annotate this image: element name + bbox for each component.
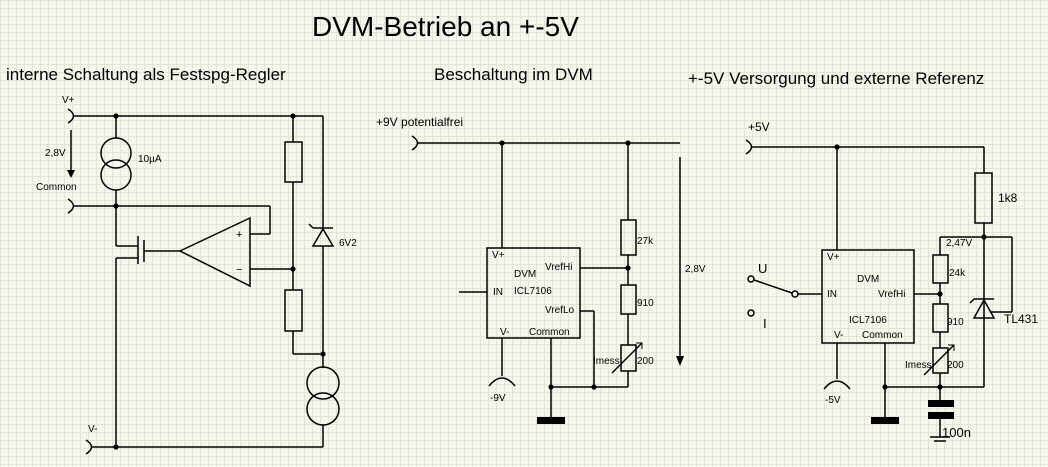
label-common: Common [36, 182, 77, 193]
dvm-chip [486, 247, 581, 339]
label-r910: 910 [637, 298, 654, 309]
pin-vrefhi: VrefHi [545, 262, 572, 273]
resistor-1k8 [974, 172, 993, 224]
resistor-24k [932, 254, 949, 284]
arrow-down-icon [676, 356, 684, 366]
terminal-neg-9v [488, 377, 516, 387]
pin-vrefhi-right: VrefHi [878, 289, 905, 300]
current-source-bottom [306, 366, 340, 400]
pin-common-right: Common [862, 330, 903, 341]
middle-circuit: +9V potentialfrei V+ DVM VrefHi IN ICL71… [376, 115, 706, 424]
pin-vreflo: VrefLo [545, 305, 575, 316]
resistor-910 [620, 284, 637, 315]
arrow-head-icon [67, 170, 75, 178]
label-voltage-2v8: 2,8V [685, 264, 706, 275]
label-neg-5v: -5V [825, 395, 841, 406]
label-voltage: 2,8V [45, 148, 66, 159]
label-pot-200: 200 [637, 356, 654, 367]
chip-dvm-label-right: DVM [857, 274, 879, 285]
chip-dvm-label: DVM [514, 269, 536, 280]
chip-type-label-right: ICL7106 [849, 315, 887, 326]
section-title-middle: Beschaltung im DVM [434, 65, 593, 84]
section-title-left: interne Schaltung als Festspg-Regler [6, 65, 286, 84]
label-r27k: 27k [637, 236, 654, 247]
pin-vminus: V- [500, 327, 509, 338]
potentiometer-200 [620, 344, 637, 372]
dvm-chip-right [821, 249, 915, 344]
resistor-27k [620, 219, 637, 256]
label-pot-200-right: 200 [947, 360, 964, 371]
label-imess: Imess [593, 356, 620, 367]
right-circuit: +5V V+ DVM IN VrefHi ICL7106 V- Common U… [745, 120, 1038, 442]
label-imess-right: Imess [905, 360, 932, 371]
label-cap: 100n [942, 425, 971, 440]
label-supply-9v: +9V potentialfrei [376, 115, 463, 129]
label-switch-i: I [763, 316, 767, 331]
pin-vplus: V+ [492, 250, 505, 261]
label-vplus: V+ [62, 95, 75, 106]
pin-in: IN [493, 287, 503, 298]
pin-in-right: IN [827, 289, 837, 300]
ground-symbol-right [871, 417, 899, 424]
terminal-vplus [67, 108, 75, 124]
capacitor-100n [928, 400, 954, 407]
switch-lever [753, 279, 793, 294]
resistor-910-right [932, 303, 949, 333]
label-ref-voltage: 2,47V [946, 238, 972, 249]
terminal-neg-5v [823, 380, 851, 390]
section-title-right: +-5V Versorgung und externe Referenz [688, 69, 984, 88]
current-source-top [100, 137, 132, 169]
label-r910-right: 910 [947, 317, 964, 328]
switch-contact-i [747, 309, 755, 317]
page-title: DVM-Betrieb an +-5V [312, 11, 579, 42]
pin-vplus-right: V+ [827, 252, 840, 263]
label-zener: 6V2 [339, 238, 357, 249]
ground-symbol [537, 417, 565, 424]
potentiometer-200-right [932, 347, 949, 374]
label-current: 10µA [138, 154, 162, 165]
label-vminus: V- [88, 424, 97, 435]
label-switch-u: U [758, 261, 767, 276]
terminal-5v [745, 139, 753, 155]
opamp-minus: − [236, 264, 242, 276]
label-tl431: TL431 [1004, 312, 1038, 326]
resistor-top [284, 141, 303, 183]
terminal-9v [411, 135, 419, 151]
terminal-vminus [85, 439, 93, 455]
label-r1k8: 1k8 [998, 191, 1018, 205]
opamp-plus: + [236, 229, 242, 241]
pin-vminus-right: V- [834, 330, 843, 341]
opamp-icon [178, 216, 251, 288]
terminal-common [67, 198, 75, 214]
pin-common: Common [529, 327, 570, 338]
chip-type-label: ICL7106 [514, 286, 552, 297]
label-supply-5v: +5V [748, 120, 770, 134]
label-neg-9v: -9V [490, 393, 506, 404]
left-circuit: V+ 2,8V Common V- 10µA + − [36, 95, 357, 455]
resistor-bottom [284, 289, 303, 332]
switch-contact-u [747, 275, 755, 283]
label-r24k: 24k [949, 268, 966, 279]
